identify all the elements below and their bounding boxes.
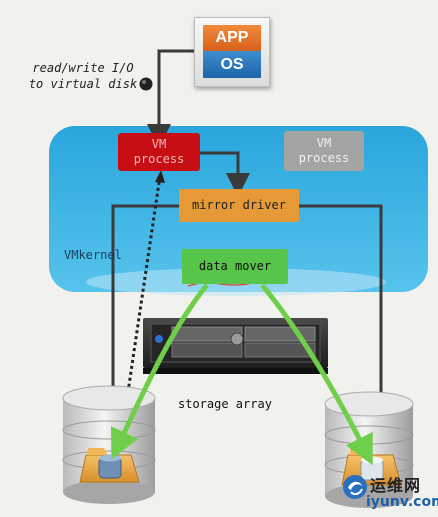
vm-process-active-line1: VM xyxy=(151,137,167,151)
copy-arrow-left xyxy=(110,283,209,460)
vm-process-active: VM process xyxy=(118,133,200,171)
vm-process-idle: VM process xyxy=(284,131,364,171)
io-point-highlight xyxy=(142,80,146,84)
storage-array-icon xyxy=(143,318,328,374)
mirror-to-destination-path xyxy=(299,204,393,462)
source-disk-icon xyxy=(62,385,156,504)
data-mover: data mover xyxy=(182,249,288,284)
vmkernel-label: VMkernel xyxy=(64,248,122,262)
mirror-driver: mirror driver xyxy=(179,189,299,222)
dotted-io-arrowhead xyxy=(155,170,165,183)
io-label-line2: to virtual disk xyxy=(28,77,138,91)
io-label: read/write I/O to virtual disk xyxy=(18,60,148,92)
vm-process-idle-line2: process xyxy=(298,151,350,165)
vm-process-idle-line1: VM xyxy=(316,136,332,150)
watermark-en: iyunv.com xyxy=(366,494,438,510)
io-label-line1: read/write I/O xyxy=(32,61,134,75)
storage-array-label: storage array xyxy=(178,397,272,411)
os-label: OS xyxy=(203,51,261,78)
copy-arrow-right xyxy=(260,283,373,466)
watermark-cn: 运维网 xyxy=(370,476,422,495)
app-to-vm-path xyxy=(147,49,194,148)
watermark-icon xyxy=(343,475,367,499)
vm-to-mirror-path xyxy=(200,151,250,197)
app-label: APP xyxy=(203,25,261,51)
vm-process-active-line2: process xyxy=(133,152,185,166)
app-os-icon: APP OS xyxy=(194,17,270,87)
watermark-logo: 运维网 iyunv.com xyxy=(342,470,438,516)
